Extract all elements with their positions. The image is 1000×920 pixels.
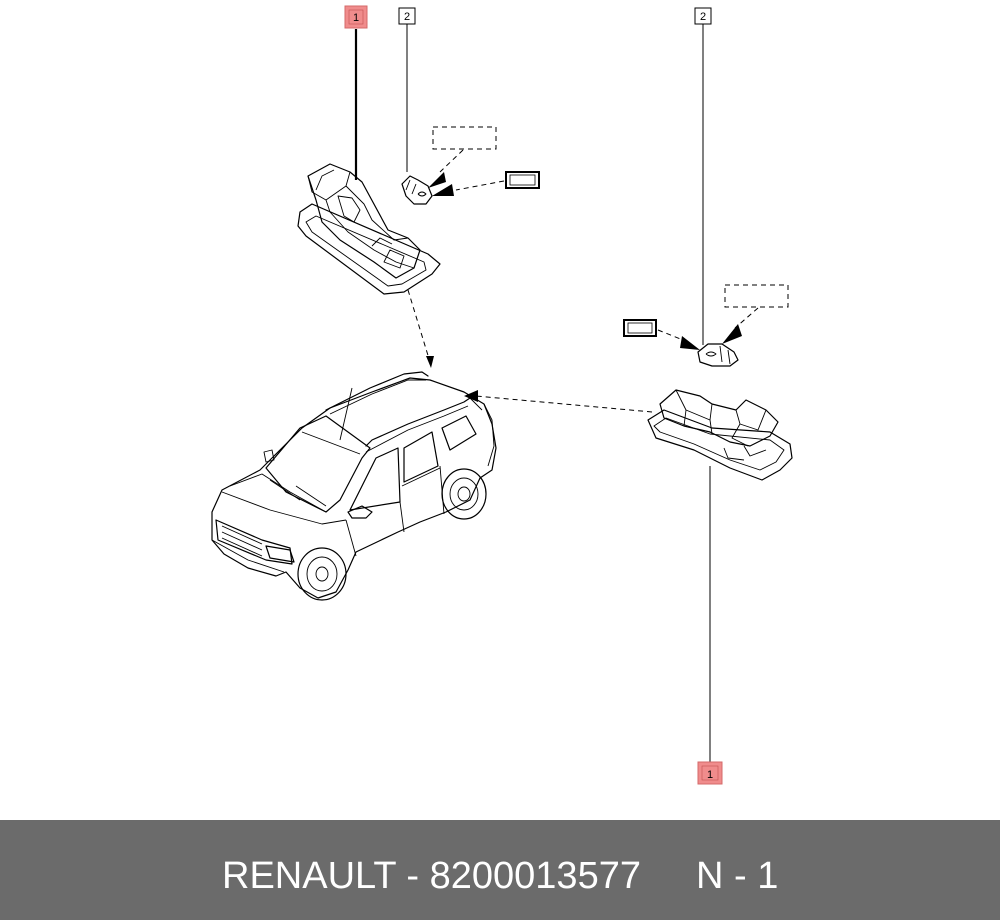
seal-right-icon bbox=[623, 319, 700, 350]
lamp-housing-left bbox=[297, 163, 441, 295]
callout-1-bottom[interactable]: 1 bbox=[697, 466, 723, 785]
parts-diagram: 1 2 2 1 bbox=[211, 5, 793, 785]
vehicle-suv bbox=[211, 371, 497, 601]
callout-2-left[interactable]: 2 bbox=[398, 7, 416, 172]
lamp-housing-right bbox=[647, 389, 793, 481]
bulb-right-icon bbox=[697, 343, 739, 367]
quantity-text: N - 1 bbox=[696, 855, 778, 897]
bulb-left-icon bbox=[401, 175, 433, 205]
callout-1-top-label: 1 bbox=[353, 12, 359, 24]
callout-1-top[interactable]: 1 bbox=[344, 5, 368, 180]
assembly-path-left bbox=[407, 289, 431, 363]
callout-2-right-label: 2 bbox=[700, 11, 706, 23]
seal-left-icon bbox=[432, 171, 540, 196]
callout-2-left-label: 2 bbox=[404, 11, 410, 23]
dashed-reference-box-right bbox=[722, 284, 789, 344]
part-number-text: RENAULT - 8200013577 bbox=[222, 855, 641, 897]
dashed-reference-box-left bbox=[428, 126, 497, 188]
footer-bar: RENAULT - 8200013577 N - 1 bbox=[0, 820, 1000, 920]
callout-2-right[interactable]: 2 bbox=[694, 7, 712, 345]
callout-1-bottom-label: 1 bbox=[707, 769, 713, 781]
assembly-path-right bbox=[475, 395, 653, 413]
